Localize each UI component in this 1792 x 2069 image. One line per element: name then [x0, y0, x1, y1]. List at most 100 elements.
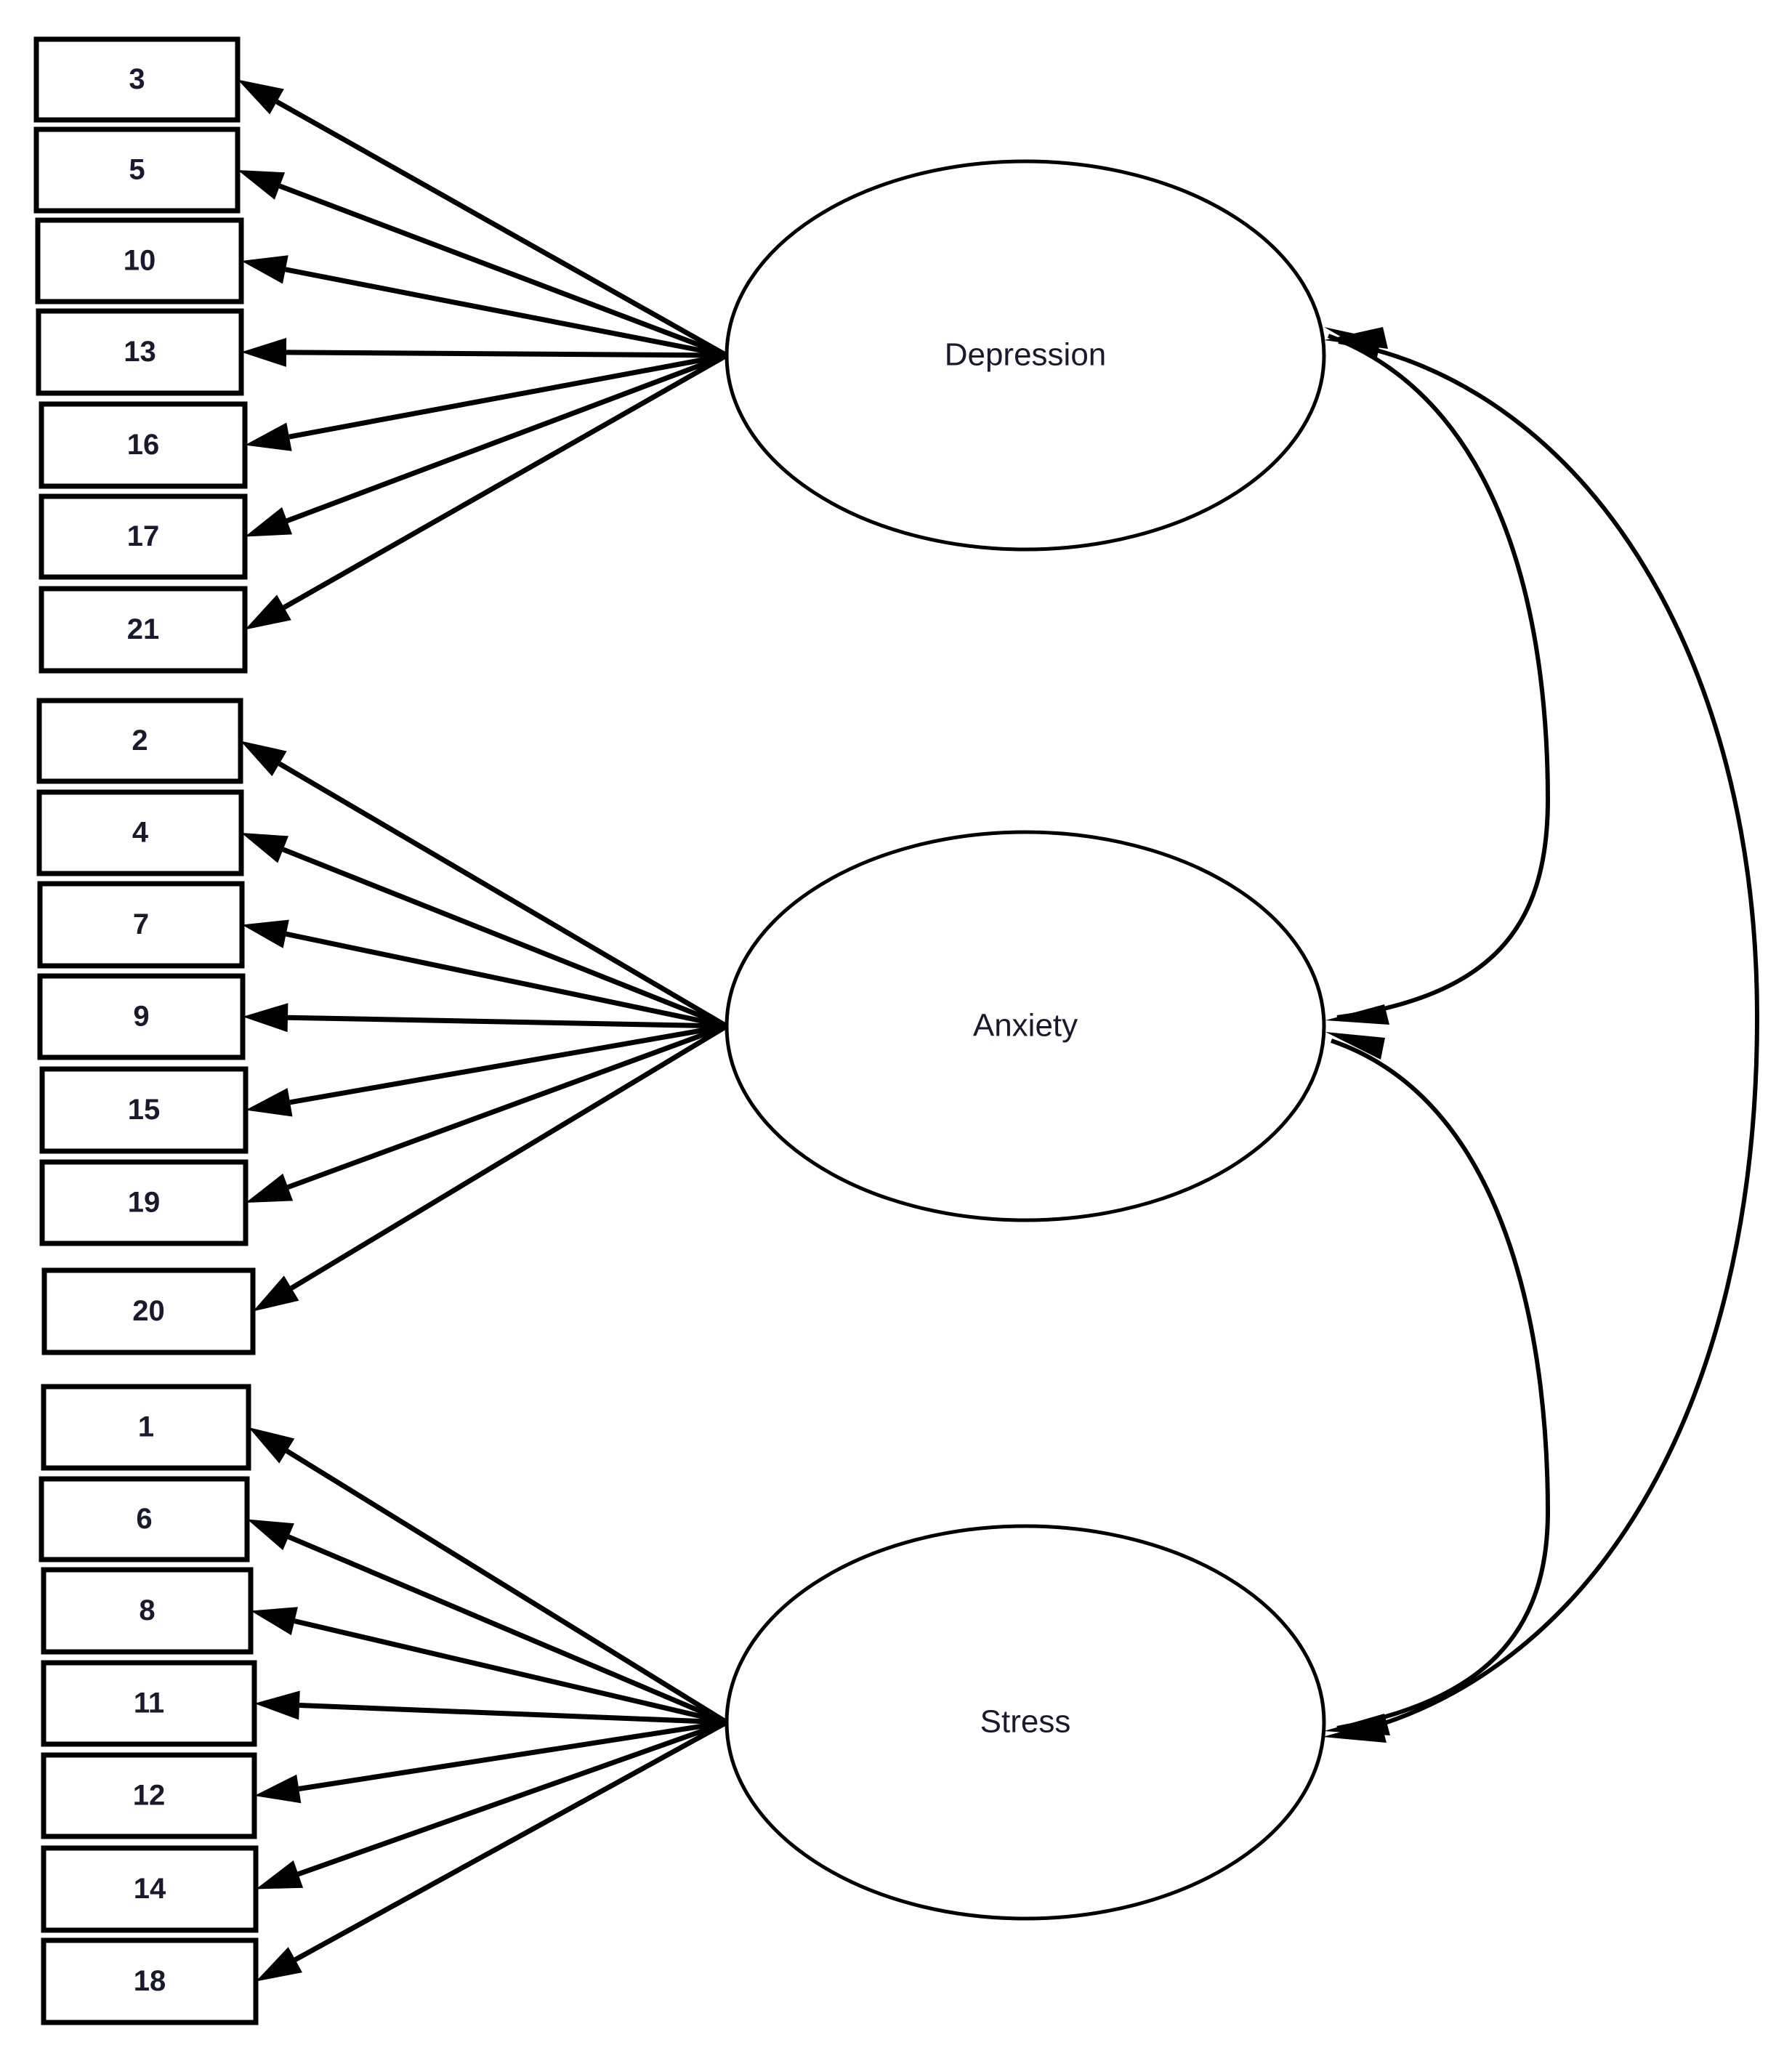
indicator-box-15[interactable]: 15: [39, 1066, 249, 1154]
loading-arrow-stress-item-18[interactable]: [256, 1719, 728, 1982]
loading-arrow-anxiety-item-2[interactable]: [241, 741, 728, 1029]
loading-arrowhead: [247, 1519, 294, 1551]
indicator-box-12[interactable]: 12: [41, 1752, 257, 1839]
latent-ellipse-outline: [725, 830, 1326, 1222]
loading-arrow-depression-item-13[interactable]: [241, 337, 727, 367]
loading-arrow-anxiety-item-7[interactable]: [242, 919, 727, 1029]
loading-arrow-depression-item-5[interactable]: [238, 170, 728, 358]
covariance-depression-stress[interactable]: [1323, 327, 1760, 1743]
covariance-depression-anxiety[interactable]: [1324, 327, 1551, 1025]
loading-shaft: [298, 1719, 727, 1791]
indicator-box-1[interactable]: 1: [41, 1384, 251, 1471]
covariance-path-dep-anx: [1327, 334, 1551, 1020]
indicator-box-14[interactable]: 14: [41, 1845, 259, 1933]
indicator-box-20[interactable]: 20: [41, 1267, 256, 1355]
covariance-arrowhead-str-outer: [1323, 1721, 1387, 1743]
indicator-label: 3: [129, 63, 145, 95]
loading-arrowhead: [254, 1774, 302, 1804]
indicator-box-4[interactable]: 4: [36, 789, 244, 876]
indicator-box-outline: [36, 308, 244, 396]
loading-arrowhead: [241, 833, 288, 863]
indicator-box-6[interactable]: 6: [39, 1476, 250, 1562]
loading-arrow-depression-item-10[interactable]: [241, 255, 727, 358]
indicator-label: 7: [133, 908, 149, 940]
loading-shaft: [290, 1024, 728, 1291]
loading-arrowhead: [251, 1607, 298, 1636]
indicator-box-7[interactable]: 7: [37, 881, 245, 969]
indicator-box-outline: [35, 217, 244, 304]
covariance-arrowhead-anx-bot: [1325, 1032, 1385, 1060]
loading-shaft: [288, 352, 727, 440]
indicator-box-17[interactable]: 17: [39, 493, 248, 580]
indicator-box-19[interactable]: 19: [39, 1159, 249, 1246]
loading-arrowhead: [241, 255, 288, 284]
loading-arrowhead: [242, 919, 289, 948]
loading-arrowhead: [241, 741, 287, 777]
indicator-box-outline: [39, 1066, 249, 1154]
loading-shaft: [286, 350, 727, 358]
indicator-box-outline: [36, 789, 244, 876]
indicator-label: 13: [124, 336, 156, 368]
indicator-label: 9: [133, 1001, 149, 1033]
indicator-label: 21: [127, 613, 160, 645]
indicator-box-18[interactable]: 18: [41, 1937, 259, 2025]
loading-arrowhead: [256, 1947, 302, 1982]
indicator-box-21[interactable]: 21: [39, 586, 248, 674]
loading-arrow-anxiety-item-19[interactable]: [246, 1023, 728, 1203]
loading-shaft: [278, 183, 728, 358]
loading-arrow-anxiety-item-15[interactable]: [246, 1023, 727, 1117]
loading-arrow-stress-item-12[interactable]: [254, 1719, 727, 1804]
indicator-box-outline: [39, 1159, 249, 1246]
loading-arrow-depression-item-3[interactable]: [238, 79, 728, 358]
indicator-box-11[interactable]: 11: [41, 1660, 257, 1747]
indicator-label: 16: [127, 429, 160, 461]
indicator-box-16[interactable]: 16: [39, 401, 248, 489]
indicator-box-outline: [39, 401, 248, 489]
indicator-box-outline: [39, 1476, 250, 1562]
loading-arrow-depression-item-21[interactable]: [245, 352, 728, 630]
loading-arrow-anxiety-item-20[interactable]: [253, 1024, 728, 1312]
indicator-box-13[interactable]: 13: [36, 308, 244, 396]
indicator-label: 15: [128, 1094, 161, 1126]
indicator-label: 20: [132, 1295, 165, 1327]
latent-factor-depression[interactable]: Depression: [725, 159, 1326, 552]
loading-arrow-stress-item-1[interactable]: [249, 1427, 728, 1725]
indicator-box-3[interactable]: 3: [33, 36, 241, 123]
indicator-label: 11: [134, 1687, 164, 1719]
indicator-box-8[interactable]: 8: [41, 1567, 254, 1655]
covariance-anxiety-stress[interactable]: [1324, 1032, 1551, 1735]
loading-shaft: [275, 99, 728, 358]
loading-arrowhead: [238, 79, 284, 115]
loading-arrow-stress-item-8[interactable]: [251, 1607, 727, 1725]
indicator-box-9[interactable]: 9: [37, 973, 246, 1060]
indicator-box-outline: [41, 1752, 257, 1839]
loading-arrow-anxiety-item-4[interactable]: [241, 833, 728, 1029]
indicator-box-outline: [39, 586, 248, 674]
indicator-box-10[interactable]: 10: [35, 217, 244, 304]
indicator-box-outline: [39, 493, 248, 580]
loading-shaft: [283, 352, 728, 610]
covariance-curve-group: [1323, 327, 1760, 1743]
loading-arrowhead: [243, 1003, 288, 1033]
indicator-label: 17: [127, 520, 160, 552]
loading-arrow-stress-item-6[interactable]: [247, 1519, 728, 1725]
indicator-box-2[interactable]: 2: [36, 698, 243, 784]
loading-arrow-depression-item-16[interactable]: [245, 352, 727, 451]
indicator-label: 1: [138, 1411, 154, 1443]
covariance-arrowhead-dep-outer: [1324, 327, 1388, 349]
indicator-label: 12: [133, 1780, 166, 1812]
loading-arrow-depression-item-17[interactable]: [245, 352, 728, 537]
loading-arrow-stress-item-11[interactable]: [254, 1690, 727, 1725]
loading-arrow-anxiety-item-9[interactable]: [243, 1003, 727, 1033]
indicator-box-outline: [37, 881, 245, 969]
indicator-box-5[interactable]: 5: [33, 126, 241, 214]
loading-shaft: [285, 267, 727, 358]
loading-arrowhead: [245, 422, 292, 451]
latent-factor-anxiety[interactable]: Anxiety: [725, 830, 1326, 1222]
latent-factor-label: Depression: [945, 337, 1107, 373]
latent-factor-stress[interactable]: Stress: [725, 1524, 1326, 1921]
loading-arrow-stress-item-14[interactable]: [256, 1719, 728, 1889]
loading-arrowhead: [241, 337, 287, 367]
